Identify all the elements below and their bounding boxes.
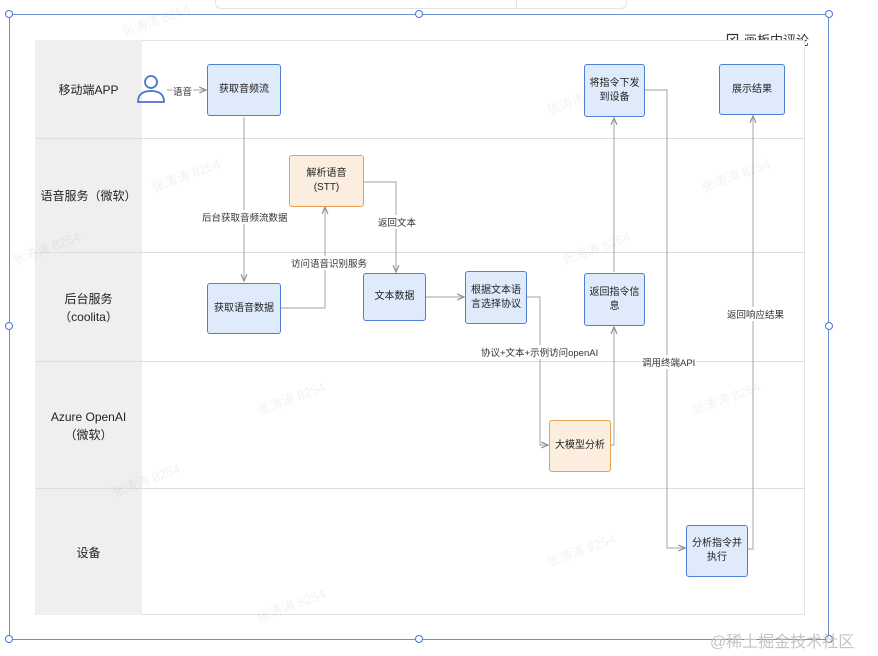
footer-watermark: @稀土掘金技术社区 xyxy=(710,634,855,651)
node-send-command-to-device[interactable]: 将指令下发 到设备 xyxy=(584,64,645,117)
edge-label-access-stt: 访问语音识别服务 xyxy=(290,256,369,270)
resize-handle[interactable] xyxy=(825,635,833,643)
edge-label-voice: 语音 xyxy=(172,84,194,98)
lane-speech-service: 语音服务（微软） xyxy=(40,189,137,203)
edge-access-stt xyxy=(281,207,325,309)
lane-mobile-app: 移动端APP xyxy=(58,83,119,97)
top-toolbar-fragment xyxy=(215,0,627,9)
lane-divider xyxy=(35,252,805,253)
resize-handle[interactable] xyxy=(825,322,833,330)
edge-call-device-api xyxy=(645,89,685,548)
node-show-result[interactable]: 展示结果 xyxy=(719,64,785,115)
node-get-audio-stream[interactable]: 获取音频流 xyxy=(207,64,281,116)
node-get-voice-data[interactable]: 获取语音数据 xyxy=(207,283,281,334)
edge-label-fetch-audio: 后台获取音频流数据 xyxy=(201,210,289,224)
node-text-data[interactable]: 文本数据 xyxy=(363,273,426,321)
lane-divider xyxy=(35,138,805,139)
node-llm-analysis[interactable]: 大模型分析 xyxy=(549,420,611,472)
edge-return-response xyxy=(748,116,753,550)
edge-label-return-response: 返回响应结果 xyxy=(726,307,786,321)
selection-box[interactable] xyxy=(9,14,829,640)
edge-label-protocol-openai: 协议+文本+示例访问openAI xyxy=(480,345,600,359)
resize-handle[interactable] xyxy=(415,635,423,643)
edge-label-return-text: 返回文本 xyxy=(377,215,418,229)
user-icon xyxy=(137,75,165,103)
resize-handle[interactable] xyxy=(415,10,423,18)
swimlane-diagram[interactable] xyxy=(35,40,805,615)
edge-label-call-api: 调用终端API xyxy=(641,355,697,369)
node-analyze-and-execute[interactable]: 分析指令并 执行 xyxy=(686,525,748,577)
node-select-protocol[interactable]: 根据文本语 言选择协议 xyxy=(465,271,527,324)
lane-divider xyxy=(35,488,805,489)
edge-protocol-to-llm xyxy=(527,296,548,445)
resize-handle[interactable] xyxy=(825,10,833,18)
resize-handle[interactable] xyxy=(5,635,13,643)
lane-backend-service: 后台服务 （coolita） xyxy=(59,292,118,324)
edge-llm-to-return xyxy=(611,327,614,446)
lane-device: 设备 xyxy=(76,546,101,560)
node-return-command-info[interactable]: 返回指令信 息 xyxy=(584,273,645,326)
edge-return-text xyxy=(364,181,396,272)
lane-header-column xyxy=(35,40,142,615)
lane-divider xyxy=(35,361,805,362)
node-parse-speech-stt[interactable]: 解析语音(STT) xyxy=(289,155,364,207)
resize-handle[interactable] xyxy=(5,10,13,18)
resize-handle[interactable] xyxy=(5,322,13,330)
lane-azure-openai: Azure OpenAI （微软） xyxy=(50,410,127,442)
